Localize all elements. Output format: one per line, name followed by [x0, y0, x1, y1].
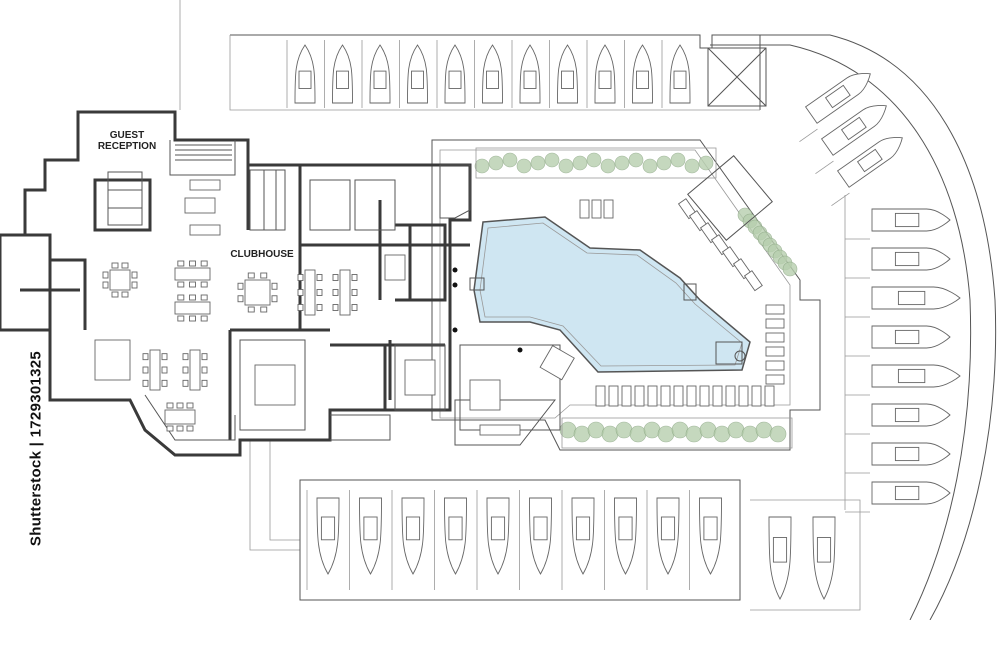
bottom-boat [401, 497, 425, 575]
bottom-boat [359, 497, 382, 575]
bottom-right-boat-slips [768, 516, 836, 600]
diagonal-boat [799, 73, 871, 143]
top-boat [519, 44, 541, 104]
clubhouse-label: CLUBHOUSE [230, 249, 294, 260]
diagonal-boat-hull [820, 105, 887, 156]
diagonal-boat-hull [804, 73, 871, 124]
top-boat [669, 44, 691, 104]
right-boat [871, 208, 951, 232]
right-boat [871, 286, 961, 310]
right-boat [871, 403, 951, 427]
watermark-text: Shutterstock | 1729301325 [27, 350, 45, 547]
swimming-pool [469, 216, 751, 373]
furniture [94, 179, 575, 436]
top-boat-slips [286, 40, 691, 108]
pool-loungers [579, 155, 785, 407]
bottom-boat-slips [306, 490, 722, 590]
right-boat-slips [844, 195, 961, 513]
site-plan: GUEST RECEPTION CLUBHOUSE [0, 0, 997, 620]
clubhouse-building [0, 110, 561, 457]
watermark: Shutterstock | 1729301325 [6, 0, 45, 620]
diagonal-boat-hull [836, 137, 903, 188]
bottom-boat [316, 497, 340, 575]
bottom-boat [486, 497, 510, 575]
bottom-right-boat [768, 516, 792, 600]
guest-reception-label-line1: GUEST [110, 130, 144, 141]
guest-reception-label-line2: RECEPTION [98, 141, 156, 152]
diagonal-boat-slips [799, 73, 903, 207]
bottom-boat [444, 497, 467, 575]
diagonal-boat [831, 137, 903, 207]
right-boat [871, 247, 951, 271]
room-labels: GUEST RECEPTION CLUBHOUSE [98, 130, 294, 260]
right-boat [871, 481, 951, 505]
top-boat [557, 44, 578, 104]
top-boat [294, 44, 316, 104]
landscaping [474, 147, 798, 449]
top-boat [444, 44, 466, 104]
tower-box [707, 47, 767, 107]
top-boat [407, 44, 428, 104]
bottom-right-boat [812, 516, 836, 600]
top-boat [369, 44, 391, 104]
bottom-boat [699, 497, 722, 575]
top-boat [332, 44, 353, 104]
right-boat [871, 442, 951, 466]
bottom-boat [529, 497, 552, 575]
bottom-boat [614, 497, 637, 575]
bottom-boat [656, 497, 680, 575]
top-boat [594, 44, 616, 104]
right-boat [871, 364, 961, 388]
top-boat [632, 44, 653, 104]
diagonal-boat [815, 105, 887, 175]
bottom-boat [571, 497, 595, 575]
top-boat [482, 44, 503, 104]
right-boat [871, 325, 951, 349]
